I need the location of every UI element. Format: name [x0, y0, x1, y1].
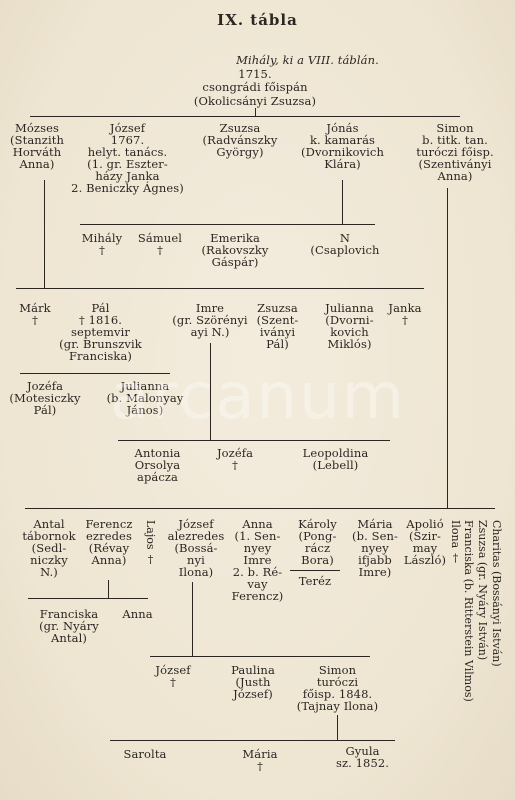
- connector: [447, 188, 448, 508]
- person-antonia: Antonia Orsolya apácza: [134, 446, 181, 484]
- person-emerika: Emerika (Rakovszky Gáspár): [201, 231, 269, 269]
- connector: [20, 373, 170, 374]
- person-jozsef-alezredes: József alezredes (Bossá- nyi Ilona): [167, 517, 225, 579]
- person-jozefa: Jozéfa (Motesiczky Pál): [9, 379, 81, 417]
- connector: [25, 508, 495, 509]
- person-julianna: Julianna (Dvorni- kovich Miklós): [325, 301, 374, 351]
- person-maria-2: Mária †: [242, 747, 278, 773]
- person-ferencz: Ferencz ezredes (Révay Anna): [85, 517, 133, 567]
- connector: [108, 580, 109, 598]
- person-mozses: Mózses (Stanzith Horváth Anna): [10, 121, 64, 171]
- connector: [210, 343, 211, 440]
- person-julianna-2: Julianna (b. Malonyay János): [106, 379, 184, 417]
- person-maria: Mária (b. Sen- nyey ifjabb Imre): [352, 517, 398, 579]
- person-jozsef-2: József †: [155, 663, 191, 689]
- person-n-csaplovich: N (Csaplovich: [310, 231, 380, 257]
- person-antal: Antal tábornok (Sedl- niczky N.): [22, 517, 76, 579]
- person-janka: Janka †: [388, 301, 422, 327]
- root-office: csongrádi főispán: [202, 80, 308, 94]
- person-franciska-b: Franciska (b. Ritterstein Vilmos): [462, 520, 475, 702]
- connector: [28, 598, 148, 599]
- person-gyula: Gyula sz. 1852.: [335, 744, 390, 770]
- person-jonas: Jónás k. kamarás (Dvornikovich Klára): [301, 121, 384, 171]
- person-leopoldina: Leopoldina (Lebell): [302, 446, 369, 472]
- person-charitas: Charitas (Bossányi István): [490, 520, 503, 667]
- person-anna: Anna (1. Sen- nyey Imre 2. b. Ré- vay Fe…: [231, 517, 284, 603]
- root-name: Mihály, ki a VIII. táblán.: [236, 53, 379, 67]
- connector: [290, 570, 340, 571]
- person-simon-1848: Simon turóczi főisp. 1848. (Tajnay Ilona…: [296, 663, 379, 713]
- person-lajos: Lajos †: [144, 520, 157, 567]
- connector: [44, 180, 45, 288]
- person-imre: Imre (gr. Szörényi ayi N.): [172, 301, 248, 339]
- root-year: 1715.: [238, 67, 272, 81]
- person-zsuzsa: Zsuzsa (Radvánszky György): [202, 121, 278, 159]
- connector: [118, 440, 390, 441]
- connector: [110, 740, 395, 741]
- person-ilona: Ilona †: [449, 520, 462, 565]
- connector: [192, 582, 193, 656]
- person-teresz: Teréz: [298, 574, 332, 588]
- person-pal: Pál † 1816. septemvir (gr. Brunszvik Fra…: [59, 301, 142, 363]
- person-anna-2: Anna: [122, 607, 153, 621]
- person-apolio: Apolió (Szir- may László): [403, 517, 447, 567]
- person-franciska: Franciska (gr. Nyáry Antal): [39, 607, 99, 645]
- person-jozsef-1767: József 1767. helyt. tanács. (1. gr. Eszt…: [71, 121, 184, 195]
- connector: [255, 108, 256, 116]
- person-mihaly: Mihály †: [81, 231, 123, 257]
- connector: [150, 656, 370, 657]
- connector: [16, 288, 424, 289]
- person-zsuzsa-2: Zsuzsa (Szent- iványi Pál): [256, 301, 299, 351]
- connector: [342, 180, 343, 224]
- connector: [30, 116, 460, 117]
- person-mark: Márk †: [19, 301, 51, 327]
- person-karoly: Károly (Pong- rácz Bora): [298, 517, 337, 567]
- person-simon: Simon b. titk. tan. turóczi főisp. (Szen…: [416, 121, 494, 183]
- person-zsuzsa-nyary: Zsuzsa (gr. Nyáry István): [476, 520, 489, 661]
- person-sarolta: Sarolta: [123, 747, 167, 761]
- root-spouse: (Okolicsányi Zsuzsa): [193, 94, 317, 108]
- person-paulina: Paulina (Justh József): [231, 663, 275, 701]
- person-jozefa-2: Jozéfa †: [216, 446, 254, 472]
- connector: [337, 715, 338, 740]
- connector: [80, 224, 375, 225]
- page-title: IX. tábla: [217, 11, 298, 29]
- person-samuel: Sámuel †: [137, 231, 183, 257]
